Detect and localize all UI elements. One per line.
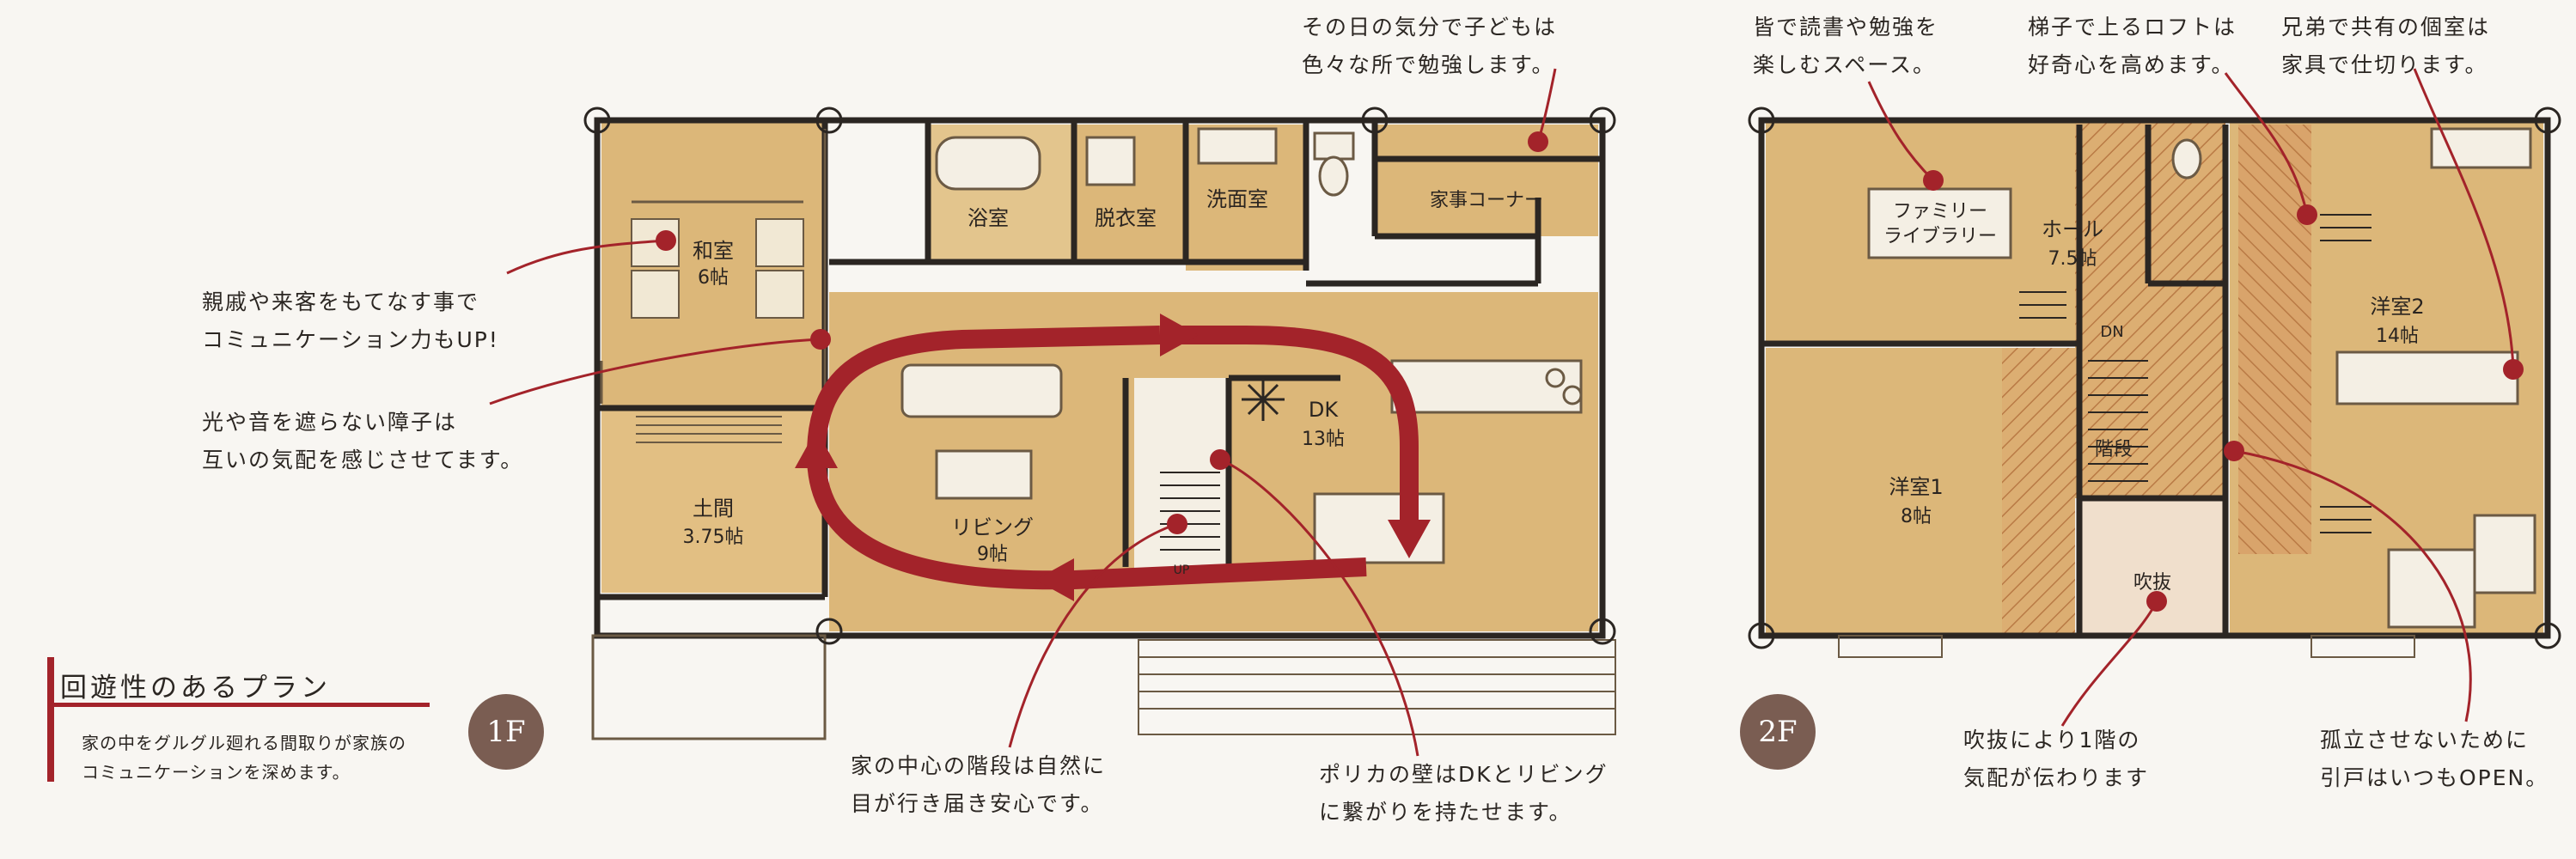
note-study: その日の気分で子どもは 色々な所で勉強します。	[1302, 9, 1557, 84]
second-floor-plan: ファミリー ライブラリー ホール 7.5帖 DN 洋室2 14帖 洋室1 8帖 …	[1748, 107, 2561, 658]
legend-description-line-2: コミュニケーションを深めます。	[82, 762, 351, 783]
note-shared-room-line-1: 兄弟で共有の個室は	[2281, 15, 2491, 40]
yoshitsu1-hatch	[2002, 348, 2075, 636]
note-stairs-line-2: 目が行き届き安心です。	[851, 791, 1104, 816]
floor-badge-2f: 2F	[1740, 694, 1816, 770]
label-doma-size: 3.75帖	[683, 527, 744, 548]
note-study-line-1: その日の気分で子どもは	[1302, 15, 1558, 40]
label-doma: 土間	[693, 497, 734, 521]
doma-floor	[601, 408, 825, 593]
note-shoji-line-2: 互いの気配を感じさせてます。	[202, 448, 524, 472]
callout-leaders	[489, 68, 2515, 757]
legend-description-line-1: 家の中をグルグル廻れる間取りが家族の	[82, 733, 406, 753]
note-guests-line-2: コミュニケーション力もUP!	[202, 327, 499, 352]
kaji-floor	[1375, 125, 1598, 236]
note-loft-line-2: 好奇心を高めます。	[2028, 52, 2235, 77]
label-living: リビング	[951, 515, 1034, 539]
arrow-head-bottom	[1035, 558, 1074, 601]
label-kaji-corner: 家事コーナー	[1430, 190, 1543, 211]
note-stairs-line-1: 家の中心の階段は自然に	[851, 753, 1107, 778]
label-yokushitsu: 浴室	[968, 206, 1009, 230]
note-open-door: 孤立させないために 引戸はいつもOPEN。	[2320, 722, 2549, 797]
label-stair-up: UP	[1174, 564, 1190, 577]
label-dn: DN	[2100, 323, 2123, 341]
label-kaidan: 階段	[2095, 439, 2133, 460]
label-washitsu-size: 6帖	[698, 267, 729, 289]
label-yoshitsu2-size: 14帖	[2376, 326, 2419, 347]
note-reading-line-1: 皆で読書や勉強を	[1753, 15, 1939, 40]
label-living-size: 9帖	[977, 544, 1008, 565]
label-fukinuke: 吹抜	[2133, 572, 2171, 594]
note-shoji-line-1: 光や音を遮らない障子は	[202, 410, 458, 435]
label-hall-size: 7.5帖	[2048, 248, 2097, 270]
note-polycarbonate-line-2: に繋がりを持たせます。	[1319, 800, 1572, 825]
bathtub	[935, 136, 1041, 191]
coffee-table	[935, 449, 1033, 500]
first-floor-plan: 和室 6帖 浴室 脱衣室 洗面室 家事コーナー 土間 3.75帖 リビング 9帖…	[583, 107, 1616, 740]
floor-badge-1f: 1F	[468, 694, 544, 770]
arrow-head-right	[1388, 520, 1431, 558]
stair-core-floor	[1134, 378, 1229, 576]
note-guests-line-1: 親戚や来客をもてなす事で	[202, 289, 480, 314]
note-loft-line-1: 梯子で上るロフトは	[2028, 15, 2237, 40]
loft-strip	[2238, 125, 2311, 554]
label-senmenshitsu: 洗面室	[1206, 187, 1268, 211]
label-datsuishitsu: 脱衣室	[1095, 206, 1157, 230]
front-deck	[591, 634, 827, 740]
plant-icon	[1242, 378, 1285, 421]
note-polycarbonate-line-1: ポリカの壁はDKとリビング	[1319, 762, 1608, 787]
arrow-head-top	[1160, 314, 1199, 356]
label-yoshitsu1-size: 8帖	[1901, 506, 1932, 527]
note-polycarbonate: ポリカの壁はDKとリビング に繋がりを持たせます。	[1319, 756, 1608, 832]
kitchen-counter	[1390, 359, 1583, 414]
label-hall: ホール	[2042, 217, 2103, 241]
label-family-library-1: ファミリー	[1893, 201, 1987, 222]
label-family-library-2: ライブラリー	[1883, 226, 1997, 247]
note-shared-room-line-2: 家具で仕切ります。	[2281, 52, 2488, 77]
arrow-head-left	[795, 430, 838, 468]
sofa	[900, 363, 1063, 418]
label-yoshitsu2: 洋室2	[2370, 295, 2424, 319]
callout-dots	[656, 131, 2524, 612]
legend-description: 家の中をグルグル廻れる間取りが家族の コミュニケーションを深めます。	[82, 728, 406, 787]
note-open-door-line-1: 孤立させないために	[2320, 728, 2530, 752]
note-shoji: 光や音を遮らない障子は 互いの気配を感じさせてます。	[202, 404, 523, 479]
note-reading: 皆で読書や勉強を 楽しむスペース。	[1753, 9, 1938, 84]
note-reading-line-2: 楽しむスペース。	[1753, 52, 1937, 77]
note-fukinuke: 吹抜により1階の 気配が伝わります	[1963, 722, 2149, 797]
label-washitsu: 和室	[693, 239, 734, 263]
library-table	[1867, 187, 2012, 259]
note-open-door-line-2: 引戸はいつもOPEN。	[2320, 765, 2549, 790]
note-fukinuke-line-1: 吹抜により1階の	[1963, 728, 2141, 752]
label-dk-size: 13帖	[1302, 429, 1345, 450]
note-loft: 梯子で上るロフトは 好奇心を高めます。	[2028, 9, 2237, 84]
label-dk: DK	[1309, 398, 1339, 422]
note-stairs: 家の中心の階段は自然に 目が行き届き安心です。	[851, 747, 1106, 823]
legend-accent-bar	[47, 657, 54, 782]
label-yoshitsu1: 洋室1	[1889, 475, 1943, 499]
yoshitsu1-floor	[1766, 348, 2002, 636]
note-fukinuke-line-2: 気配が伝わります	[1963, 765, 2150, 790]
note-study-line-2: 色々な所で勉強します。	[1302, 52, 1555, 77]
note-guests: 親戚や来客をもてなす事で コミュニケーション力もUP!	[202, 283, 499, 359]
rear-deck	[1138, 639, 1616, 735]
legend-underline	[47, 703, 430, 707]
legend-title: 回遊性のあるプラン	[60, 673, 331, 704]
note-shared-room: 兄弟で共有の個室は 家具で仕切ります。	[2281, 9, 2490, 84]
fukinuke-floor	[2079, 498, 2225, 636]
